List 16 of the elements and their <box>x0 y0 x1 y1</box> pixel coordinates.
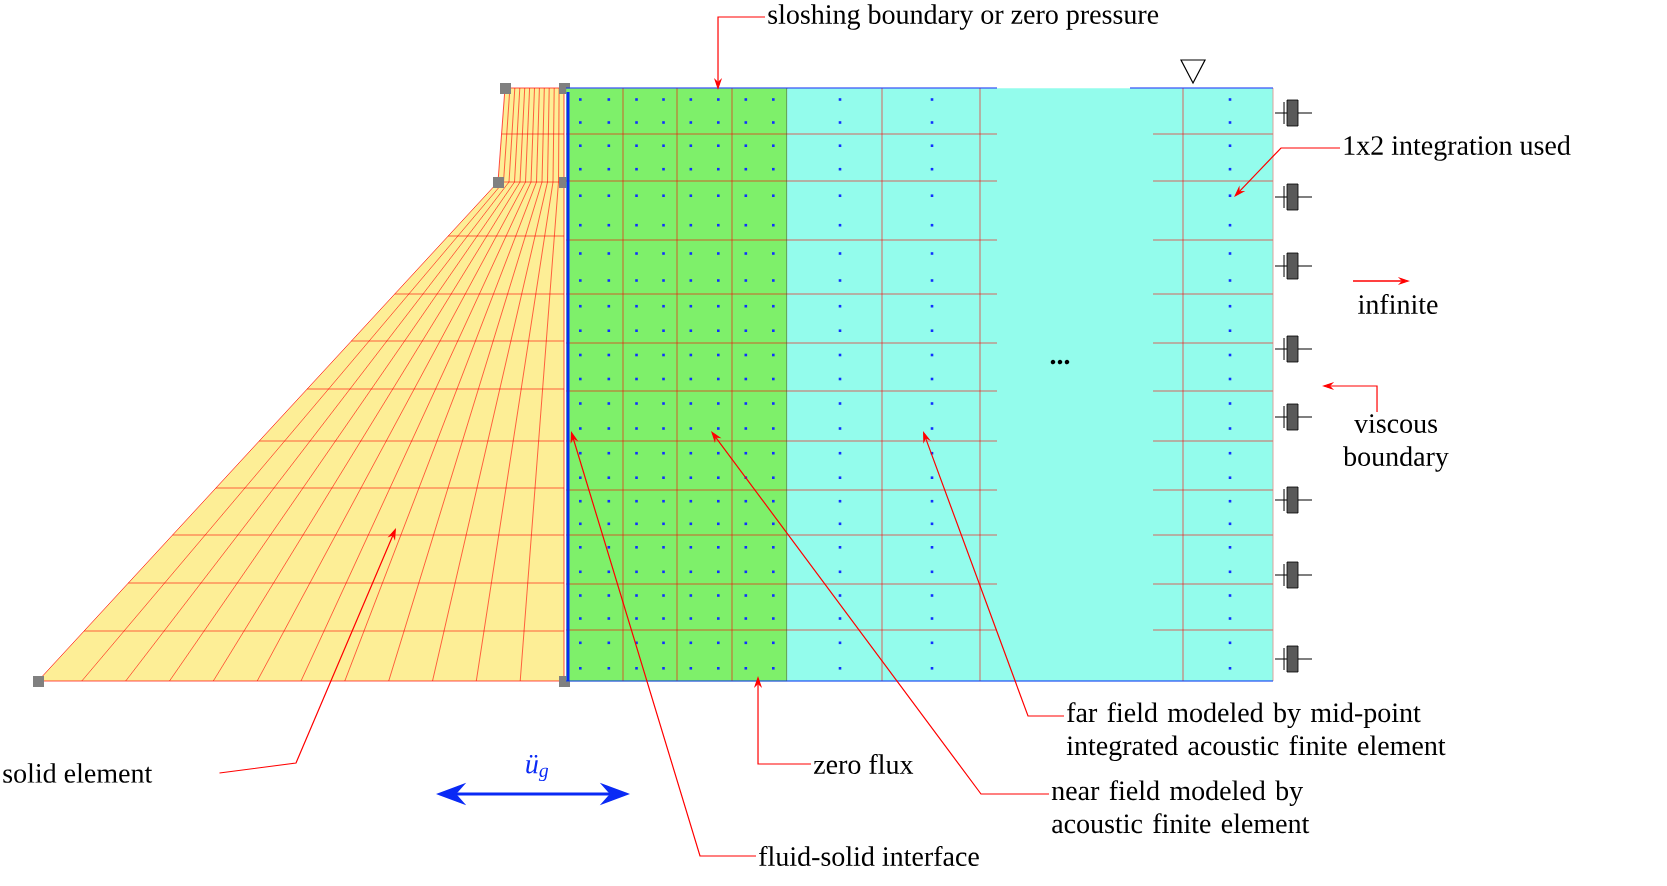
far-field-mesh-drawing <box>786 87 1274 682</box>
near-field-mesh-drawing <box>565 87 788 682</box>
callout-text: near field modeled by acoustic finite element <box>1051 780 1310 834</box>
callout-text: sloshing boundary or zero pressure <box>768 4 1159 30</box>
acceleration-symbol: ü$_{g}$ <box>526 754 549 782</box>
callout-text: viscous boundary <box>1343 414 1449 472</box>
callout-text: zero flux <box>813 754 914 774</box>
callout-text: fluid-solid interface <box>759 846 979 866</box>
infinite-label: infinite <box>1358 294 1438 314</box>
callout-text: solid element <box>3 763 153 783</box>
ellipsis: ... <box>1050 359 1070 365</box>
callout-text: 1x2 integration used <box>1344 135 1571 161</box>
leader-line <box>1234 147 1341 197</box>
leader-line <box>711 431 1050 795</box>
callout-text: far field modeled by mid-point integrated acoustic finite element <box>1066 702 1446 761</box>
dam-mesh-drawing <box>33 83 570 687</box>
